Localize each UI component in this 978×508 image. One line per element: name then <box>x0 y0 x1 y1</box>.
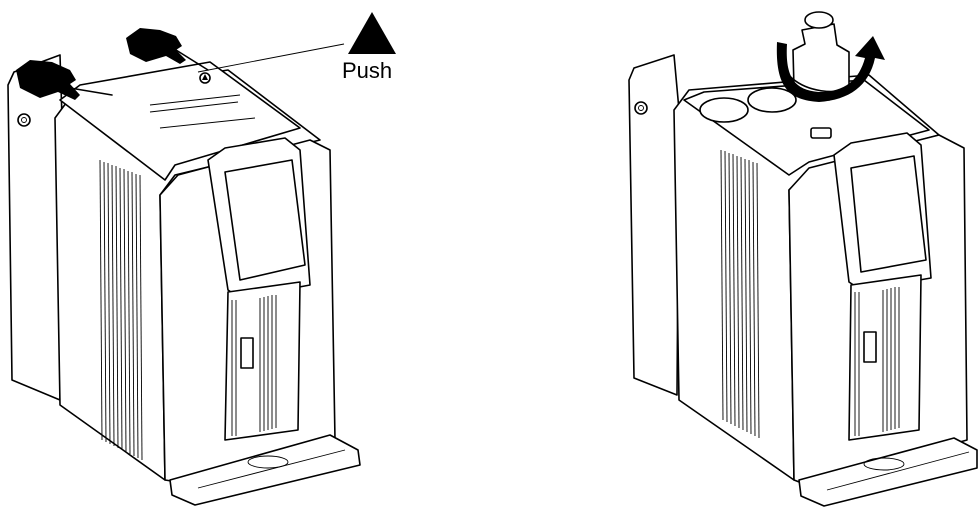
step-1-push-cover-illustration: Push <box>7 12 396 506</box>
dispenser-drawing-left: Push <box>7 12 396 506</box>
dispenser-left-side <box>7 54 63 401</box>
drip-tray <box>169 434 361 506</box>
nozzle-area-grille <box>231 295 277 436</box>
triangle-up-icon <box>348 12 396 54</box>
push-label: Push <box>342 58 392 83</box>
water-level-window <box>863 331 877 363</box>
display-screen <box>850 155 927 273</box>
nozzle-area-grille <box>854 287 900 436</box>
callout-leader-line <box>197 43 345 73</box>
side-knob <box>17 113 31 127</box>
filter-cap <box>699 97 749 123</box>
dispenser-drawing-right <box>628 11 978 507</box>
top-cover <box>59 61 301 181</box>
drip-tray <box>798 437 978 507</box>
filter-cap <box>747 87 797 113</box>
water-level-window <box>240 337 254 369</box>
side-vent-grille <box>720 149 760 439</box>
hand-icon <box>126 28 186 64</box>
curved-arrow-icon <box>776 36 885 102</box>
side-vent-grille <box>99 159 143 461</box>
step-2-rotate-cap-illustration <box>489 0 978 508</box>
hand-icon <box>16 60 80 100</box>
display-screen <box>224 159 306 281</box>
side-knob <box>634 101 648 115</box>
